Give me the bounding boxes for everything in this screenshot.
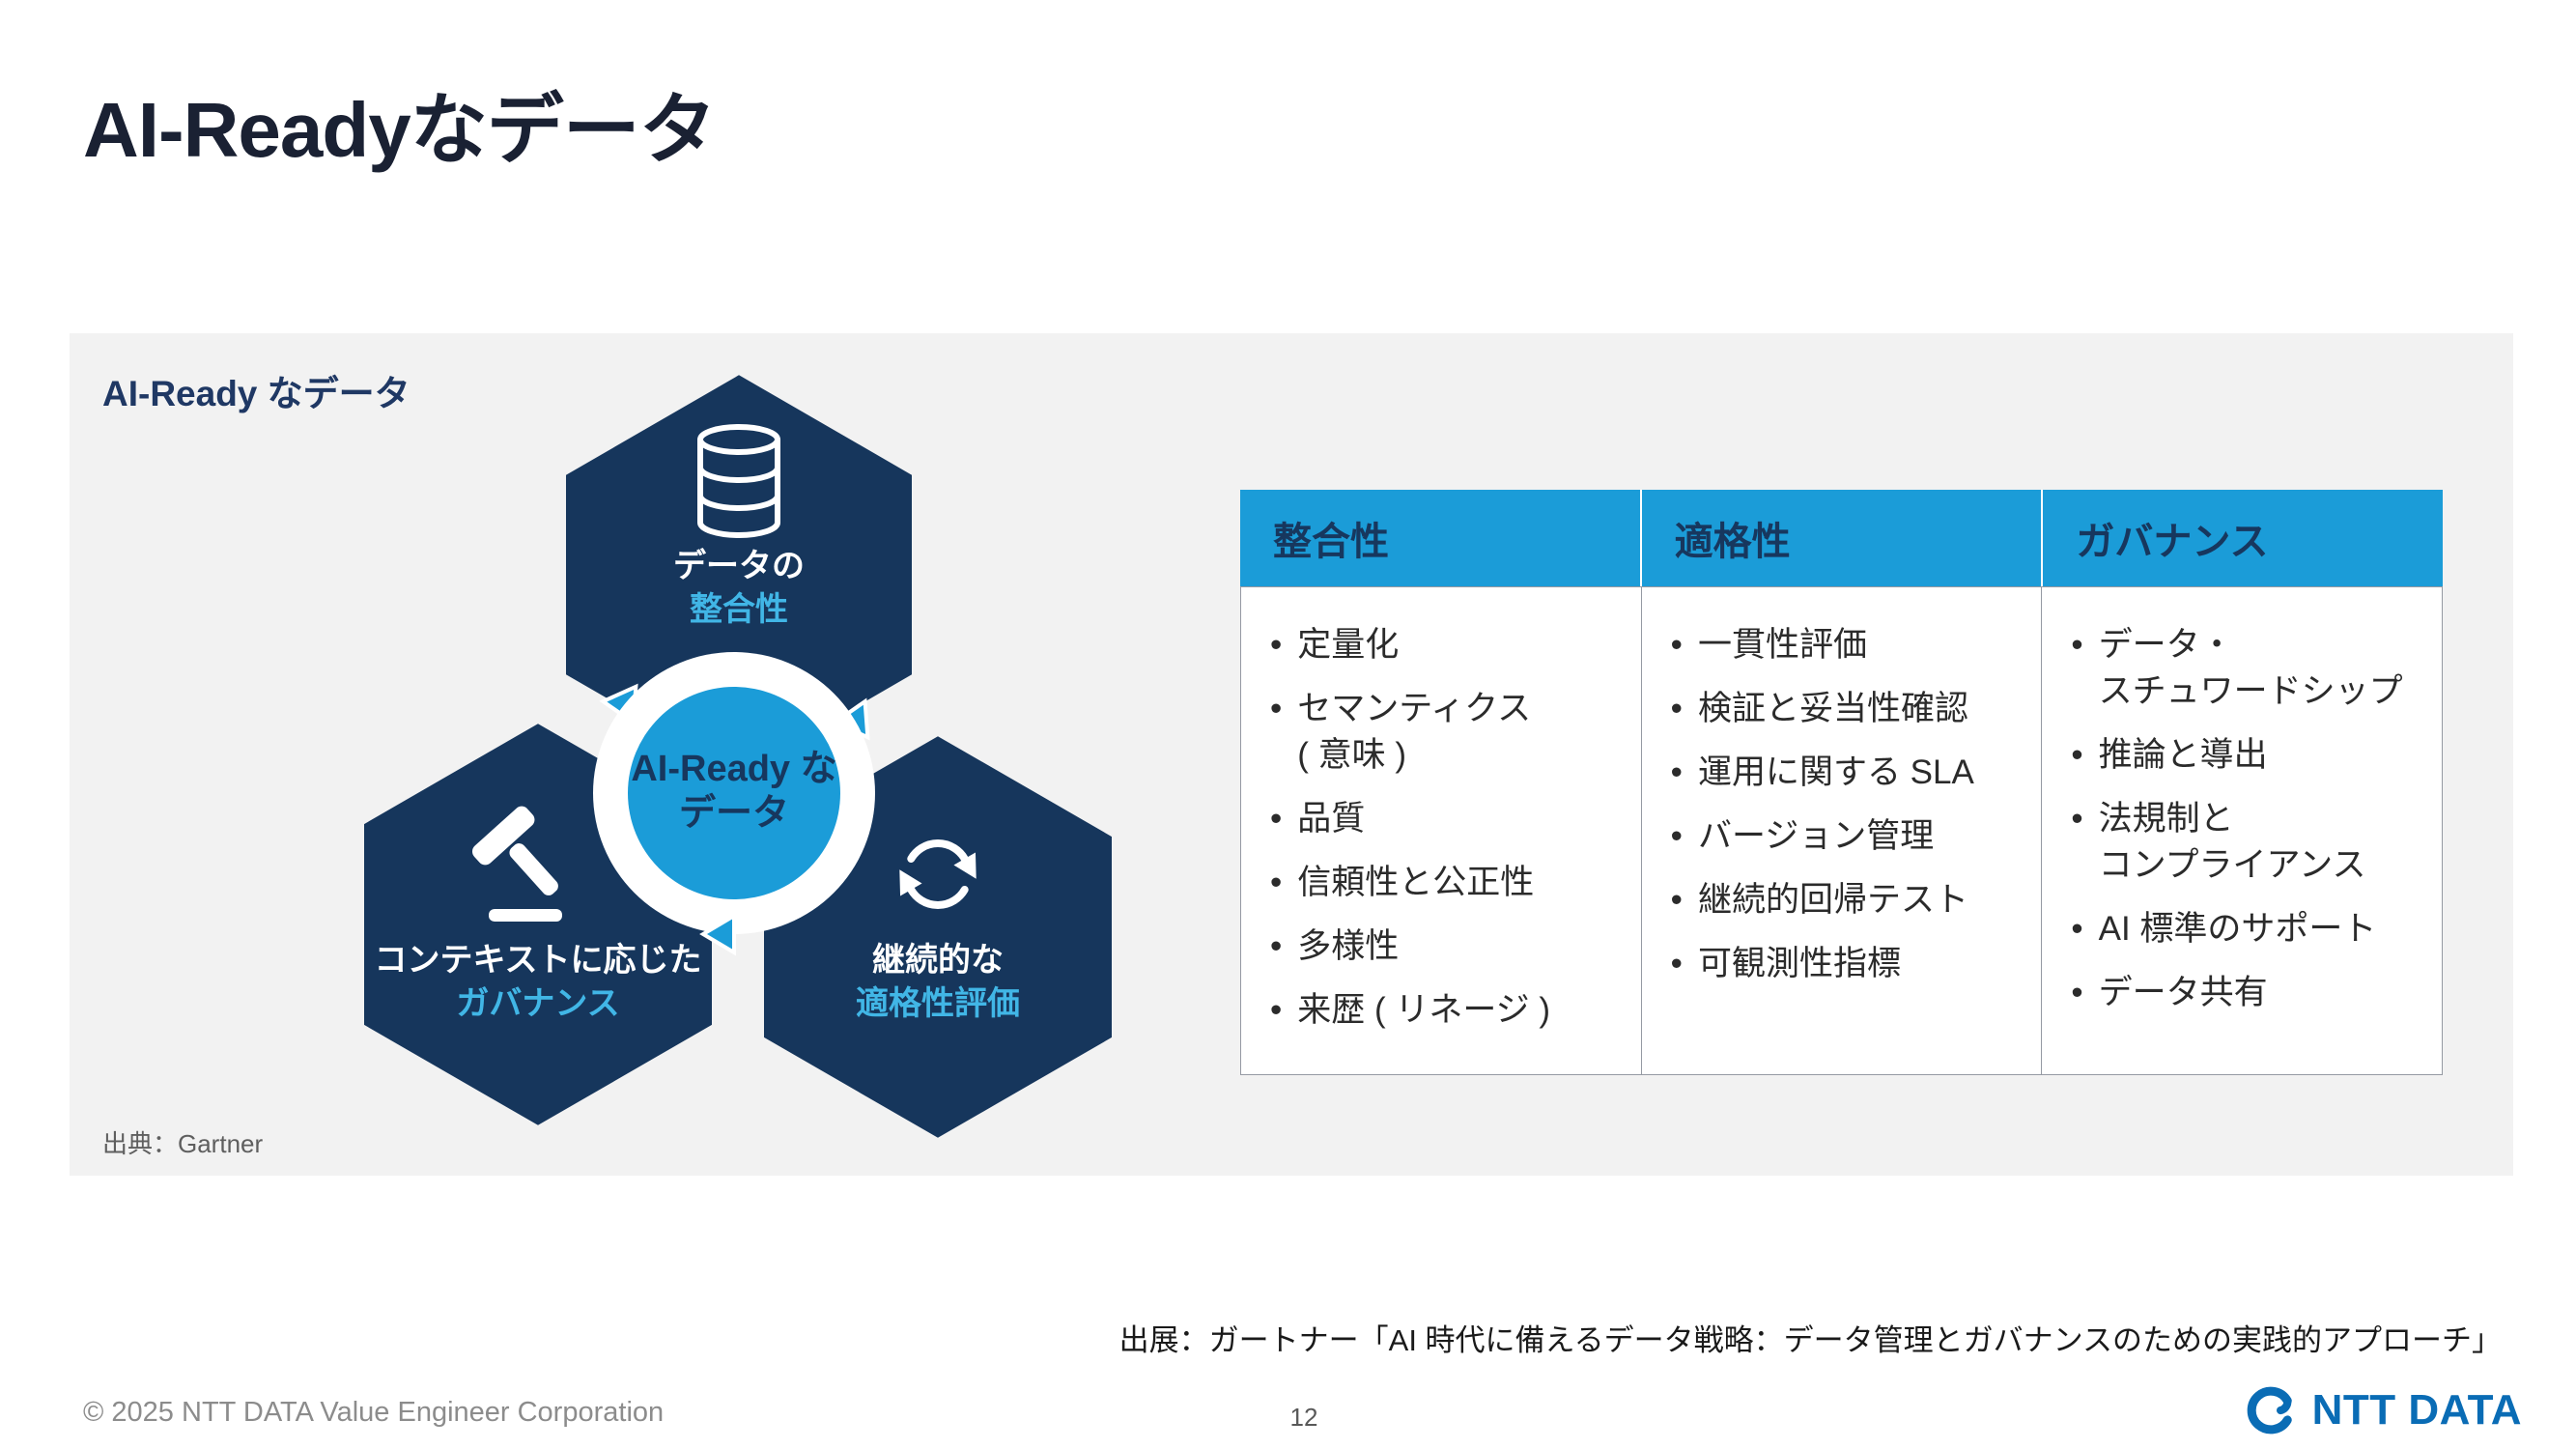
copyright-text: © 2025 NTT DATA Value Engineer Corporati…	[83, 1397, 665, 1428]
hexagon-top-line2: 整合性	[690, 591, 788, 628]
center-circle-label: AI-Ready な データ	[631, 747, 836, 836]
table-item: •定量化	[1270, 622, 1626, 668]
bullet-icon: •	[2071, 736, 2083, 774]
table-header-integrity: 整合性	[1240, 490, 1640, 586]
hexagon-left-line2: ガバナンス	[456, 985, 620, 1022]
table-item: •検証と妥当性確認	[1671, 686, 2026, 732]
slide-title: AI-Readyなデータ	[83, 87, 717, 173]
bullet-icon: •	[1670, 626, 1683, 664]
table-item: •データ共有	[2071, 970, 2426, 1016]
attributes-table: 整合性 適格性 ガバナンス •定量化 •セマンティクス ( 意味 ) •品質 •…	[1240, 490, 2444, 1075]
table-column-integrity: •定量化 •セマンティクス ( 意味 ) •品質 •信頼性と公正性 •多様性 •…	[1241, 587, 1641, 1074]
cycle-icon	[899, 839, 977, 909]
table-item: •データ・ スチュワードシップ	[2071, 622, 2426, 715]
bullet-icon: •	[1270, 690, 1283, 727]
bullet-icon: •	[2071, 626, 2083, 664]
hexagon-top-label: データの 整合性	[673, 545, 805, 632]
table-item: •バージョン管理	[1671, 813, 2026, 860]
bullet-icon: •	[1670, 753, 1683, 791]
bullet-icon: •	[1270, 991, 1283, 1029]
table-item: •継続的回帰テスト	[1671, 877, 2026, 923]
hexagon-left-line1: コンテキストに応じた	[374, 942, 702, 979]
bullet-icon: •	[2071, 800, 2083, 838]
page-number: 12	[1289, 1403, 1318, 1432]
cycle-arrow-bottom	[699, 912, 736, 956]
table-item: •法規制と コンプライアンス	[2071, 796, 2426, 889]
hexagon-right-line1: 継続的な	[872, 942, 1004, 979]
database-icon	[697, 424, 780, 538]
ntt-data-emblem-icon	[2247, 1386, 2292, 1435]
bullet-icon: •	[1670, 945, 1683, 982]
table-item: •セマンティクス ( 意味 )	[1270, 686, 1626, 779]
table-header-qualification: 適格性	[1639, 490, 2042, 586]
slide-source-note: 出展：ガートナー「AI 時代に備えるデータ戦略：データ管理とガバナンスのための実…	[1118, 1323, 2502, 1357]
table-item: •推論と導出	[2071, 732, 2426, 779]
table-item: •多様性	[1270, 923, 1626, 970]
table-item: •運用に関する SLA	[1671, 750, 2026, 796]
table-item: •信頼性と公正性	[1270, 860, 1626, 906]
table-item: •来歴 ( リネージ )	[1270, 987, 1626, 1034]
table-column-governance: •データ・ スチュワードシップ •推論と導出 •法規制と コンプライアンス •A…	[2041, 587, 2442, 1074]
diagram-source-note: 出典：Gartner	[102, 1129, 264, 1158]
table-header-governance: ガバナンス	[2041, 490, 2444, 586]
center-line1: AI-Ready な	[631, 749, 837, 789]
bullet-icon: •	[1670, 881, 1683, 919]
bullet-icon: •	[2071, 910, 2083, 948]
table-body: •定量化 •セマンティクス ( 意味 ) •品質 •信頼性と公正性 •多様性 •…	[1240, 586, 2443, 1075]
center-circle	[593, 652, 875, 956]
ntt-data-wordmark: NTT DATA	[2311, 1386, 2522, 1434]
hexagon-left-label: コンテキストに応じた ガバナンス	[375, 939, 702, 1026]
content-panel: AI-Ready なデータ	[70, 333, 2513, 1176]
hexagon-top-line1: データの	[673, 548, 805, 584]
bullet-icon: •	[1270, 626, 1283, 664]
table-item: •一貫性評価	[1671, 622, 2026, 668]
bullet-icon: •	[1670, 690, 1683, 727]
hexagon-data-integrity	[566, 375, 912, 775]
ai-ready-hexagon-diagram: データの 整合性 コンテキストに応じた ガバナンス 継続的な 適格性評価 AI-…	[70, 333, 1240, 1176]
table-item: •品質	[1270, 796, 1626, 842]
table-item: •AI 標準のサポート	[2071, 906, 2426, 952]
ntt-data-logo: NTT DATA	[2245, 1383, 2522, 1437]
gavel-icon	[471, 806, 562, 922]
bullet-icon: •	[1270, 927, 1283, 965]
bullet-icon: •	[2071, 974, 2083, 1011]
table-item: •可観測性指標	[1671, 941, 2026, 987]
hexagon-right-label: 継続的な 適格性評価	[856, 939, 1020, 1026]
bullet-icon: •	[1270, 800, 1283, 838]
center-line2: データ	[678, 793, 789, 834]
panel-heading: AI-Ready なデータ	[102, 374, 410, 413]
table-column-qualification: •一貫性評価 •検証と妥当性確認 •運用に関する SLA •バージョン管理 •継…	[1640, 587, 2042, 1074]
bullet-icon: •	[1270, 864, 1283, 901]
bullet-icon: •	[1670, 817, 1683, 855]
diagram-canvas	[364, 375, 1112, 1138]
table-header-row: 整合性 適格性 ガバナンス	[1240, 490, 2444, 586]
hexagon-right-line2: 適格性評価	[856, 985, 1020, 1022]
